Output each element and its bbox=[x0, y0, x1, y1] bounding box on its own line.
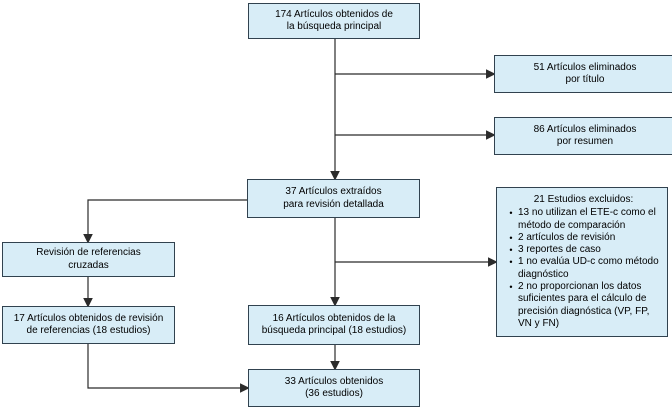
box-text-line: 51 Artículos eliminados bbox=[533, 61, 637, 73]
excluded-item-text: 3 reportes de caso bbox=[518, 244, 601, 256]
box-text-line: 33 Artículos obtenidos bbox=[284, 375, 384, 387]
connector-references-to-total bbox=[87, 344, 250, 393]
box-text-line: de referencias (18 estudios) bbox=[26, 325, 151, 336]
box-text-line: (36 estudios) bbox=[305, 388, 363, 399]
box-main-search-results: 174 Artículos obtenidos de la búsqueda p… bbox=[248, 3, 420, 39]
box-excluded-studies: 21 Estudios excluidos: • 13 no utilizan … bbox=[496, 187, 668, 337]
excluded-item: • 1 no evalúa UD-c como método diagnósti… bbox=[504, 256, 663, 281]
bullet-icon: • bbox=[509, 257, 513, 268]
bullet-icon: • bbox=[509, 232, 513, 243]
excluded-studies-title: 21 Estudios excluidos: bbox=[533, 194, 634, 205]
excluded-item: • 2 artículos de revisión bbox=[504, 232, 663, 244]
box-articles-from-main-search: 16 Artículos obtenidos de la búsqueda pr… bbox=[248, 305, 420, 345]
excluded-item: • 3 reportes de caso bbox=[504, 244, 663, 256]
box-text-line: 174 Artículos obtenidos de bbox=[275, 8, 393, 20]
bullet-icon: • bbox=[509, 245, 513, 256]
box-total-obtained: 33 Artículos obtenidos (36 estudios) bbox=[248, 369, 420, 407]
bullet-icon: • bbox=[509, 282, 513, 293]
box-text-line: Revisión de referencias bbox=[36, 247, 141, 258]
box-text-line: 17 Artículos obtenidos de revisión bbox=[13, 312, 164, 324]
box-eliminated-by-abstract: 86 Artículos eliminados por resumen bbox=[494, 117, 672, 155]
excluded-item: • 2 no proporcionan los datos suficiente… bbox=[504, 281, 663, 330]
connector-extracted-to-cross-reference bbox=[83, 199, 247, 244]
excluded-item: • 13 no utilizan el ETE-c como el método… bbox=[504, 207, 663, 232]
excluded-item-text: 1 no evalúa UD-c como método diagnóstico bbox=[518, 256, 659, 280]
box-text-line: 37 Artículos extraídos bbox=[285, 186, 382, 197]
box-text-line: para revisión detallada bbox=[283, 198, 384, 210]
box-text-line: por título bbox=[565, 74, 605, 85]
bullet-icon: • bbox=[509, 208, 513, 219]
box-text-line: 86 Artículos eliminados bbox=[533, 123, 637, 135]
excluded-item-text: 13 no utilizan el ETE-c como el método d… bbox=[518, 207, 656, 231]
box-text-line: cruzadas bbox=[68, 259, 109, 271]
box-articles-from-references: 17 Artículos obtenidos de revisión de re… bbox=[2, 306, 175, 344]
excluded-item-text: 2 no proporcionan los datos suficientes … bbox=[518, 281, 650, 329]
box-cross-reference-review: Revisión de referencias cruzadas bbox=[2, 242, 175, 277]
box-text-line: la búsqueda principal bbox=[286, 21, 382, 32]
excluded-item-text: 2 artículos de revisión bbox=[518, 231, 616, 243]
box-text-line: búsqueda principal (18 estudios) bbox=[261, 325, 407, 336]
box-text-line: por resumen bbox=[556, 136, 614, 147]
box-extracted-for-review: 37 Artículos extraídos para revisión det… bbox=[247, 179, 420, 218]
box-eliminated-by-title: 51 Artículos eliminados por título bbox=[494, 55, 672, 93]
box-text-line: 16 Artículos obtenidos de la bbox=[272, 312, 396, 324]
